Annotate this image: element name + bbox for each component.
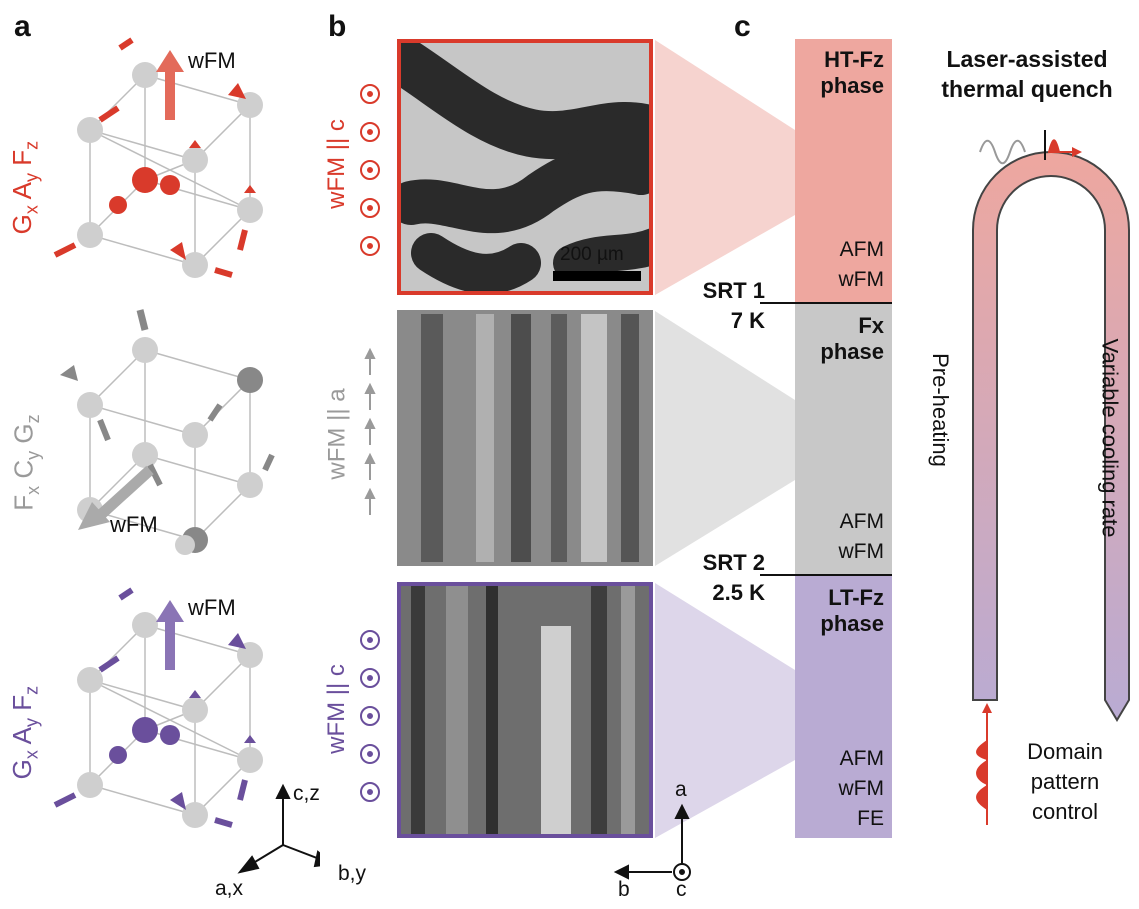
domain-image-fx <box>397 310 653 566</box>
phase-props-ht: AFM wFM <box>838 238 885 291</box>
domain-image-ht <box>397 39 653 295</box>
wfm-label-3: wFM <box>188 595 236 620</box>
srt2-temp: 2.5 K <box>712 580 765 605</box>
lattice-lt-fz-atoms <box>53 587 263 828</box>
phase-title-ht: HT-Fz phase <box>820 47 884 98</box>
axes-a <box>237 783 320 874</box>
srt1-name: SRT 1 <box>702 278 765 303</box>
phase-props-lt: AFM wFM FE <box>838 747 885 830</box>
axis-b-c: c <box>676 878 687 901</box>
wfm-label-1: wFM <box>188 48 236 73</box>
phase-title-lt: LT-Fz phase <box>820 585 884 636</box>
axis-b-a: a <box>675 778 687 801</box>
srt1-line <box>760 302 892 304</box>
domain-image-lt <box>397 582 653 838</box>
panel-label-b: b <box>328 10 347 43</box>
axis-label-cz: c,z <box>293 782 320 805</box>
domain-control-label: Domain pattern control <box>1027 739 1103 824</box>
panel-label-a: a <box>14 10 31 43</box>
lattice-diagrams <box>53 37 320 874</box>
axis-b-b: b <box>618 878 630 901</box>
panel-label-c: c <box>734 10 751 43</box>
cooling-label: Variable cooling rate <box>1097 338 1123 538</box>
preheat-label: Pre-heating <box>927 353 953 467</box>
field-symbols <box>360 84 380 802</box>
lattice-ht-fz-atoms <box>53 37 263 278</box>
phase-bar-fx: Fx phase AFM wFM <box>795 303 892 575</box>
scalebar-label: 200 µm <box>560 244 624 265</box>
phase-bar-ht: HT-Fz phase AFM wFM <box>795 39 892 303</box>
u-tube <box>972 151 1130 722</box>
quench-diagram <box>972 130 1130 825</box>
phase-bar-lt: LT-Fz phase AFM wFM FE <box>795 575 892 838</box>
axis-label-ax: a,x <box>215 877 244 900</box>
srt2-name: SRT 2 <box>702 550 765 575</box>
srt2-line <box>760 574 892 576</box>
quench-title: Laser-assisted thermal quench <box>941 46 1113 102</box>
phase-props-fx: AFM wFM <box>838 510 885 563</box>
axes-b <box>613 803 691 881</box>
axis-label-by: b,y <box>338 862 367 885</box>
lattice-fx-atoms <box>60 309 275 555</box>
srt1-temp: 7 K <box>730 308 765 333</box>
wfm-label-2: wFM <box>110 512 158 537</box>
phase-title-fx: Fx phase <box>820 313 884 364</box>
